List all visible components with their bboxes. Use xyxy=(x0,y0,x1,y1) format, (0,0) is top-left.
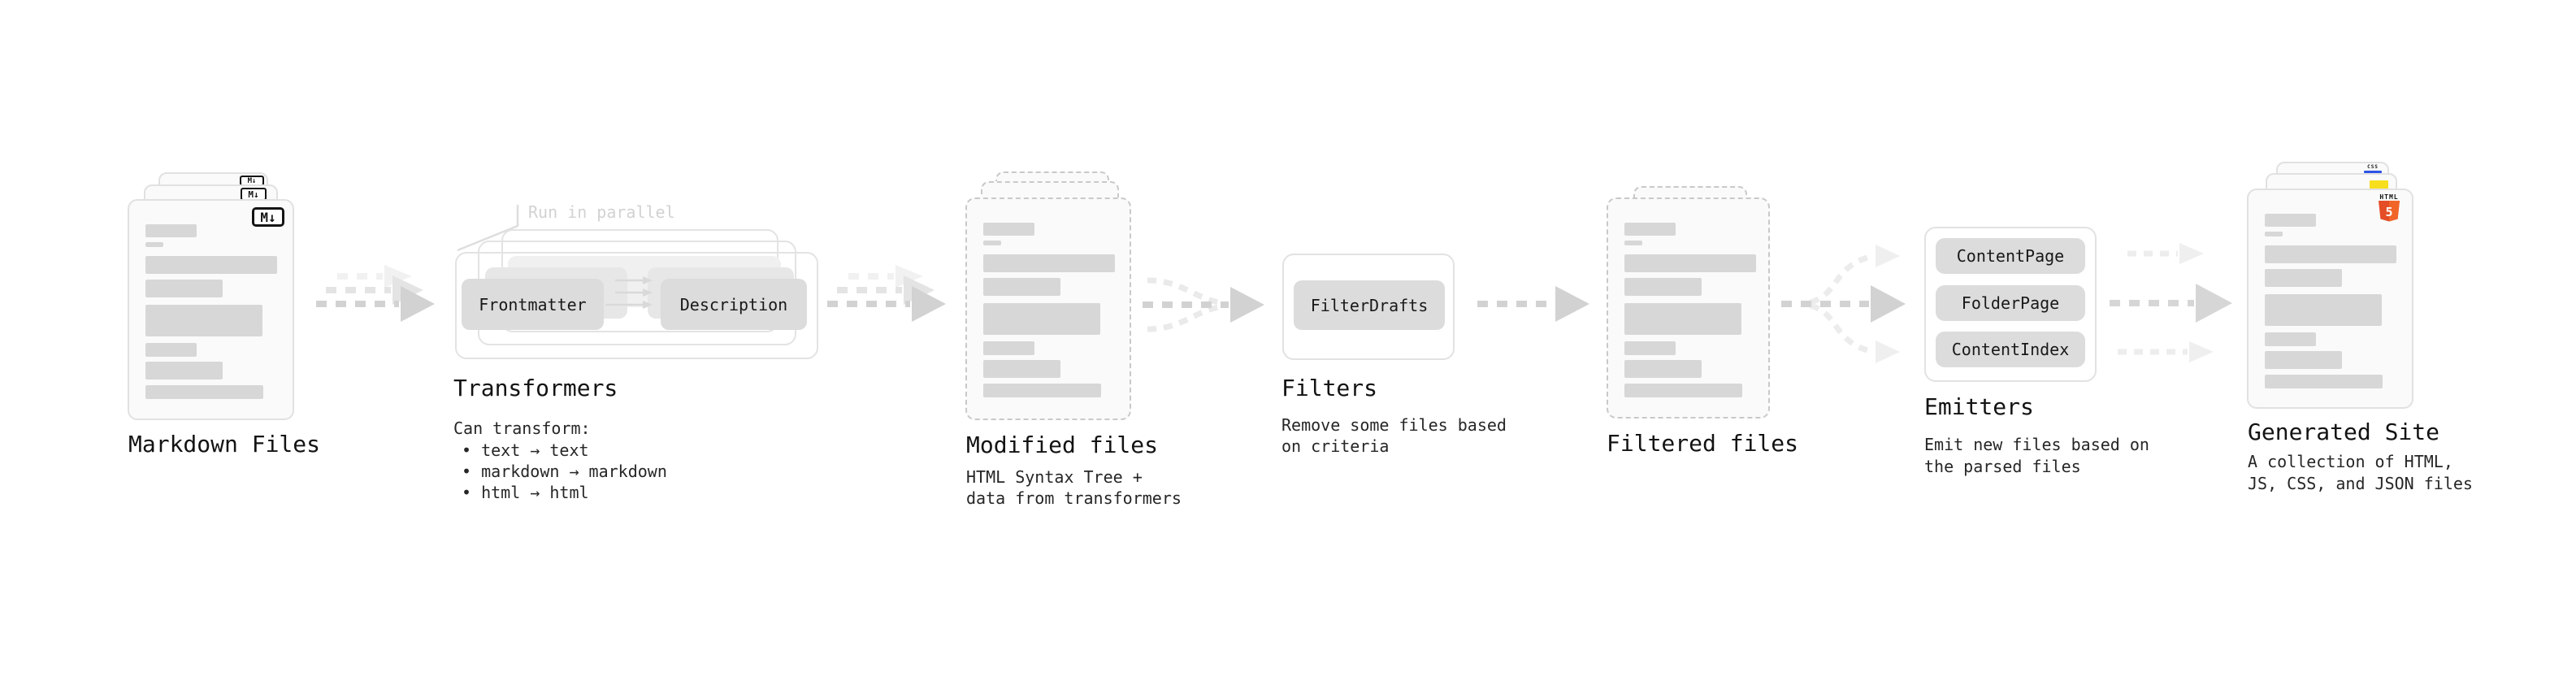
text-line-placeholder xyxy=(2265,232,2283,236)
modified-files-caption-2: data from transformers xyxy=(966,488,1182,508)
flow-arrow-filtered-to-emitters xyxy=(1781,245,1906,363)
parallel-note-leader-line xyxy=(457,205,519,252)
html5-icon: HTML 5 xyxy=(2379,193,2400,223)
text-line-placeholder xyxy=(145,385,263,399)
text-line-placeholder xyxy=(1624,384,1742,397)
markdown-icon: M↓ xyxy=(252,207,284,227)
transformer-chip-description: Description xyxy=(661,279,807,330)
css-badge-bar xyxy=(2364,171,2382,173)
generated-site-caption-2: JS, CSS, and JSON files xyxy=(2248,474,2473,493)
flow-arrow-filters-to-filtered xyxy=(1477,286,1589,322)
document-card xyxy=(1607,197,1770,419)
stage-title-markdown-files: Markdown Files xyxy=(128,431,321,458)
text-line-placeholder xyxy=(2265,332,2316,346)
emitter-chip-contentpage: ContentPage xyxy=(1936,238,2085,274)
text-line-placeholder xyxy=(145,343,197,357)
emitters-caption-2: the parsed files xyxy=(1924,457,2081,476)
text-line-placeholder xyxy=(983,223,1034,236)
text-line-placeholder xyxy=(1624,241,1642,245)
filters-caption-1: Remove some files based xyxy=(1281,415,1507,435)
text-line-placeholder xyxy=(2265,375,2383,388)
svg-text:5: 5 xyxy=(2385,205,2392,219)
text-line-placeholder xyxy=(145,242,163,247)
stage-title-transformers: Transformers xyxy=(453,375,618,401)
parallel-chip-arrows xyxy=(605,276,653,309)
text-line-placeholder xyxy=(983,254,1115,272)
text-line-placeholder xyxy=(2265,245,2396,263)
text-line-placeholder xyxy=(2265,214,2316,227)
emitter-chip-folderpage: FolderPage xyxy=(1936,285,2085,321)
css-badge-label: CSS xyxy=(2367,164,2379,170)
transformers-bullet-3: • html → html xyxy=(462,483,589,502)
document-card: M↓ xyxy=(128,199,294,420)
transformer-chip-frontmatter: Frontmatter xyxy=(462,279,604,330)
text-line-placeholder xyxy=(1624,254,1756,272)
text-line-placeholder xyxy=(145,224,197,237)
markdown-icon: M↓ xyxy=(241,188,267,201)
text-line-placeholder xyxy=(983,360,1060,378)
text-line-placeholder xyxy=(145,280,223,297)
html5-shield: 5 xyxy=(2379,201,2400,222)
text-line-placeholder xyxy=(145,362,223,380)
text-line-placeholder xyxy=(1624,341,1676,355)
stage-title-modified-files: Modified files xyxy=(966,432,1159,458)
filters-caption-2: on criteria xyxy=(1281,436,1390,456)
text-line-placeholder xyxy=(1624,278,1702,296)
text-line-placeholder xyxy=(983,241,1001,245)
text-line-placeholder xyxy=(2265,351,2342,369)
text-line-placeholder xyxy=(2265,269,2342,287)
flow-arrow-emitters-to-generated xyxy=(2110,243,2232,362)
text-line-placeholder xyxy=(983,303,1100,335)
text-line-placeholder xyxy=(1624,223,1676,236)
stage-title-filtered-files: Filtered files xyxy=(1607,430,1799,457)
filters-container xyxy=(1282,254,1455,360)
html5-badge-label: HTML xyxy=(2379,193,2399,201)
text-line-placeholder xyxy=(983,341,1034,355)
text-line-placeholder xyxy=(145,305,262,336)
document-card: HTML 5 xyxy=(2247,189,2413,409)
stage-title-filters: Filters xyxy=(1281,375,1378,401)
text-line-placeholder xyxy=(983,278,1060,296)
transformers-bullet-1: • text → text xyxy=(462,440,589,460)
emitter-chip-contentindex: ContentIndex xyxy=(1936,332,2085,367)
text-line-placeholder xyxy=(2265,294,2382,326)
transformer-container-front xyxy=(455,252,818,359)
text-line-placeholder xyxy=(1624,303,1741,335)
flow-arrow-modified-to-filters xyxy=(1143,277,1264,332)
text-line-placeholder xyxy=(983,384,1101,397)
parallel-note: Run in parallel xyxy=(528,202,675,222)
transformers-bullet-2: • markdown → markdown xyxy=(462,462,667,481)
filter-chip-filterdrafts: FilterDrafts xyxy=(1294,280,1445,330)
stage-title-generated-site: Generated Site xyxy=(2248,419,2440,445)
javascript-icon xyxy=(2370,180,2388,189)
css3-icon: CSS xyxy=(2364,165,2382,173)
modified-files-caption-1: HTML Syntax Tree + xyxy=(966,467,1143,487)
transformers-caption: Can transform: xyxy=(453,419,591,438)
text-line-placeholder xyxy=(1624,360,1702,378)
emitters-caption-1: Emit new files based on xyxy=(1924,435,2149,454)
emitters-container xyxy=(1924,227,2097,382)
flow-arrow-transformers-to-modified xyxy=(827,265,946,322)
flow-arrow-markdown-to-transformers xyxy=(316,265,435,322)
document-card xyxy=(965,197,1131,420)
stage-title-emitters: Emitters xyxy=(1924,393,2034,420)
generated-site-caption-1: A collection of HTML, xyxy=(2248,452,2453,471)
text-line-placeholder xyxy=(145,256,277,274)
